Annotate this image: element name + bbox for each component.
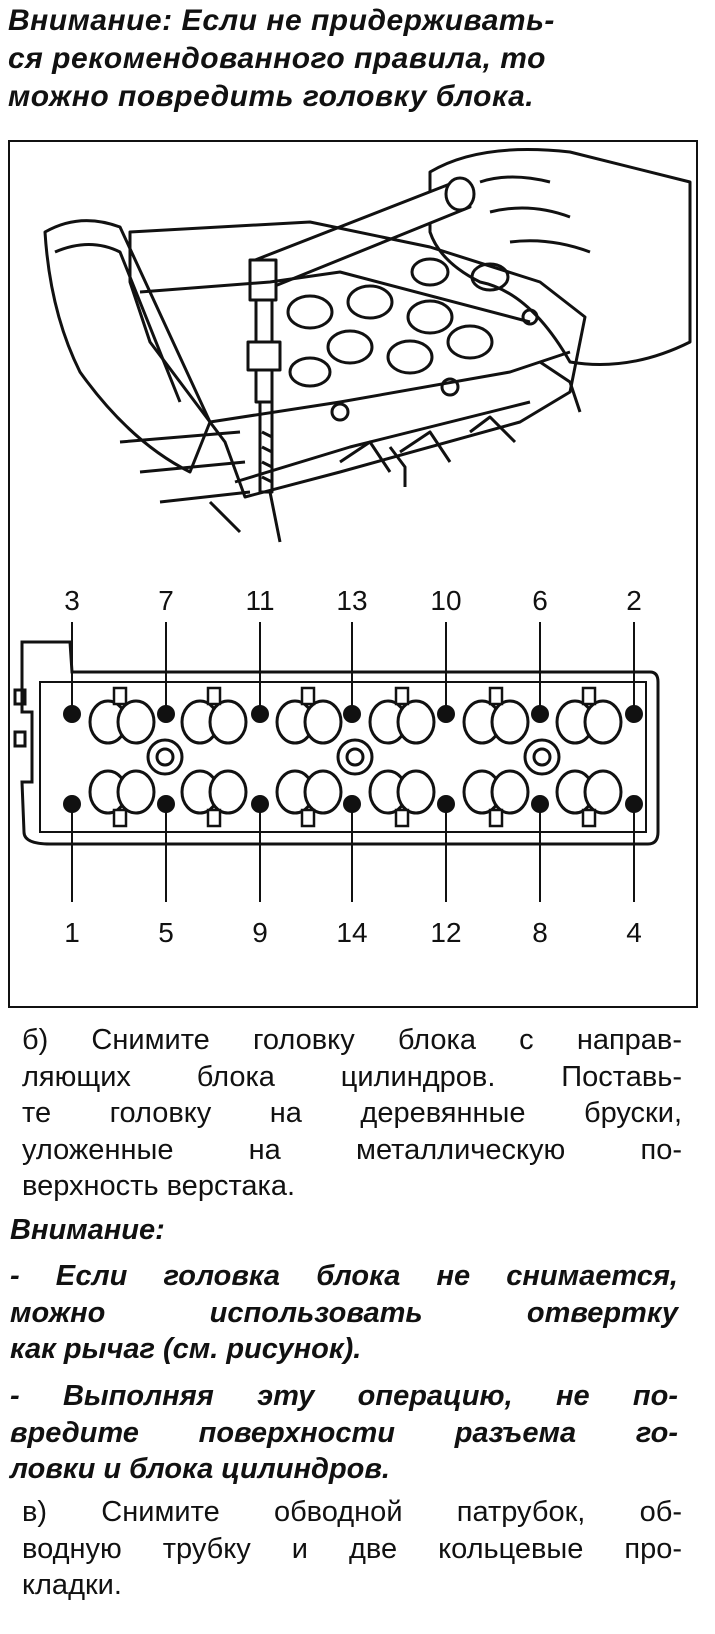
step-b-paragraph: б) Снимите головку блока с направ- ляющи…	[22, 1022, 682, 1205]
bolt-label: 9	[252, 917, 268, 948]
step-b-line: уложенные на металлическую по-	[22, 1133, 682, 1166]
leader-lines	[71, 622, 635, 902]
bolt-label: 11	[245, 585, 274, 616]
step-b-line: верхность верстака.	[22, 1170, 296, 1202]
bolt-label: 12	[430, 917, 461, 948]
attention-line: можно использовать отвертку	[10, 1296, 678, 1329]
step-v-line: в) Снимите обводной патрубок, об-	[22, 1496, 682, 1528]
cap-marks	[112, 686, 597, 828]
bolt-label: 1	[64, 917, 80, 948]
bolt-label: 3	[64, 585, 80, 616]
attention-item-2: - Выполняя эту операцию, не по- вредите …	[10, 1378, 678, 1488]
port-ovals	[88, 699, 623, 815]
warning-top: Внимание: Если не придерживать- ся реком…	[8, 2, 698, 116]
bolt-label: 13	[336, 585, 367, 616]
attention-line: как рычаг (см. рисунок).	[10, 1333, 362, 1365]
head-outline	[13, 640, 660, 846]
attention-item-1: - Если головка блока не снимается, можно…	[10, 1258, 678, 1368]
bottom-bolt-labels: 1 5 9 14 12 8 4	[64, 917, 642, 948]
figure-illustration: 3 7 11 13 10 6 2 1 5 9 14 12 8 4	[13, 148, 692, 948]
attention-line: - Если головка блока не снимается,	[10, 1260, 678, 1292]
attention-line: ловки и блока цилиндров.	[10, 1453, 390, 1485]
step-b-line: те головку на деревянные бруски,	[22, 1097, 682, 1129]
top-bolt-labels: 3 7 11 13 10 6 2	[64, 585, 642, 616]
bolt-label: 2	[626, 585, 642, 616]
bolt-label: 8	[532, 917, 548, 948]
bolt-label: 10	[430, 585, 461, 616]
bolt-label: 4	[626, 917, 642, 948]
warning-top-line: ся рекомендованного правила, то	[8, 42, 546, 75]
step-b-line: ляющих блока цилиндров. Поставь-	[22, 1060, 682, 1093]
step-v-paragraph: в) Снимите обводной патрубок, об- водную…	[22, 1494, 682, 1604]
attention-heading-text: Внимание:	[10, 1214, 165, 1246]
bolt-label: 7	[158, 585, 174, 616]
attention-line: - Выполняя эту операцию, не по-	[10, 1380, 678, 1412]
figure-box: 3 7 11 13 10 6 2 1 5 9 14 12 8 4	[8, 140, 698, 1008]
engine-drawing	[43, 148, 692, 543]
warning-top-line: Внимание: Если не придерживать-	[8, 4, 555, 37]
bolt-label: 14	[336, 917, 367, 948]
step-v-line: водную трубку и две кольцевые про-	[22, 1532, 682, 1565]
head-bolts	[63, 705, 643, 813]
attention-heading: Внимание:	[10, 1212, 670, 1249]
warning-top-line: можно повредить головку блока.	[8, 80, 535, 113]
bolt-label: 6	[532, 585, 548, 616]
step-v-line: кладки.	[22, 1569, 122, 1601]
step-b-line: б) Снимите головку блока с направ-	[22, 1024, 682, 1056]
bolt-label: 5	[158, 917, 174, 948]
attention-line: вредите поверхности разъема го-	[10, 1416, 678, 1449]
